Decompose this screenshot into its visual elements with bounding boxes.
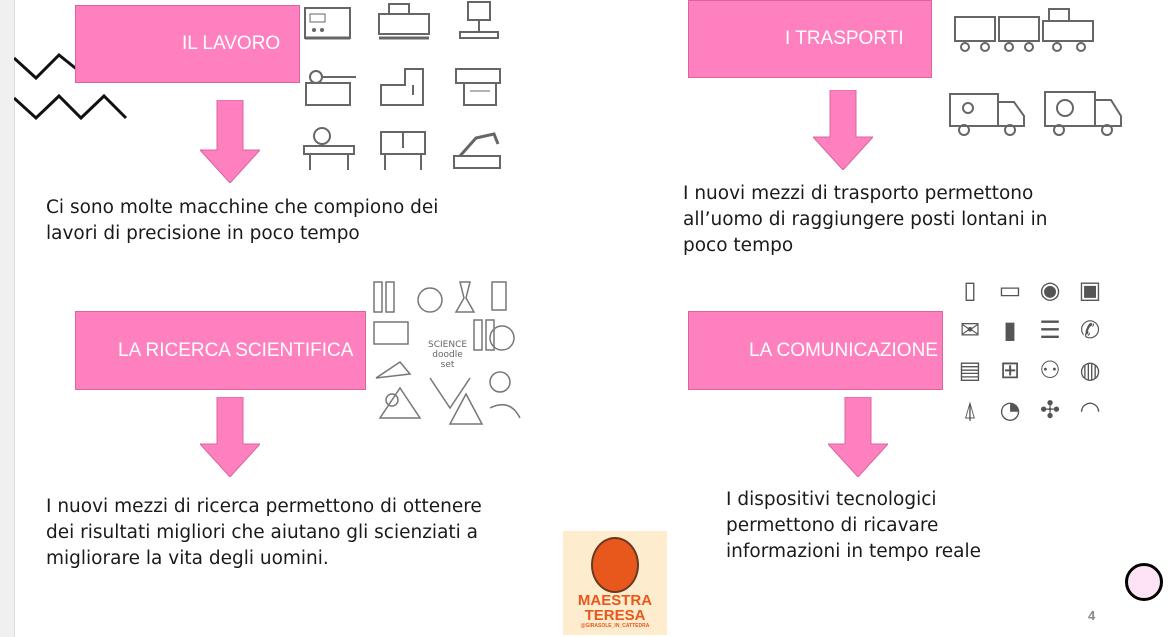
globe-icon: ◍	[1079, 356, 1101, 384]
telephone-icon: ✆	[1079, 316, 1101, 344]
machine-icon	[303, 127, 355, 170]
logo-name-line1: MAESTRA	[577, 592, 653, 609]
machine-icon	[305, 70, 356, 106]
text-line: informazioni in tempo reale	[726, 541, 982, 562]
ambulance-icon	[949, 93, 1025, 136]
network-icon: ⊞	[999, 356, 1021, 384]
machines-icon-grid	[300, 0, 525, 189]
slide-panel-edge	[0, 0, 15, 637]
logo-name-line2: TERESA	[584, 607, 646, 624]
maestra-teresa-logo: MAESTRA TERESA @GIRASOLE_IN_CATTEDRA	[563, 531, 667, 635]
machine-icon	[455, 68, 501, 106]
wifi-icon: ◠	[1079, 396, 1101, 424]
laptop-icon: ▭	[998, 276, 1022, 304]
machine-icon	[378, 3, 430, 40]
mobile-phone-icon: ▮	[1003, 316, 1017, 344]
text-line: poco tempo	[683, 235, 794, 256]
doodle-subtitle2: set	[440, 360, 455, 370]
truck-icon	[1044, 91, 1122, 136]
page-number: 4	[1088, 608, 1096, 623]
satellite-icon: ✣	[1039, 396, 1061, 424]
antenna-icon: ⍋	[962, 396, 978, 424]
text-line: I nuovi mezzi di trasporto permettono	[683, 183, 1034, 204]
science-doodle-image: SCIENCE doodle set	[370, 278, 525, 430]
down-arrow-icon	[200, 397, 260, 477]
title-box-comunicazione: LA COMUNICAZIONE	[688, 311, 943, 390]
title-box-ricerca: LA RICERCA SCIENTIFICA	[75, 311, 366, 390]
users-network-icon: ⚇	[1039, 356, 1061, 384]
down-arrow-icon	[813, 90, 873, 170]
robot-arm-icon	[453, 132, 501, 169]
train-icon	[954, 8, 1094, 52]
title-ricerca: LA RICERCA SCIENTIFICA	[118, 339, 354, 361]
text-line: dei risultati migliori che aiutano gli s…	[46, 522, 479, 543]
title-comunicazione: LA COMUNICAZIONE	[749, 339, 938, 361]
text-ricerca: I nuovi mezzi di ricerca permettono di o…	[46, 494, 482, 572]
machine-icon	[459, 1, 499, 39]
title-lavoro: IL LAVORO	[182, 33, 281, 54]
machine-icon	[304, 7, 351, 40]
text-trasporti: I nuovi mezzi di trasporto permettono al…	[683, 181, 1048, 259]
email-icon: ✉	[959, 316, 981, 344]
smartphone-icon: ▯	[963, 276, 977, 304]
chat-icon: ▤	[958, 356, 982, 384]
text-line: I nuovi mezzi di ricerca permettono di o…	[46, 496, 482, 517]
circle-decoration	[1125, 563, 1163, 601]
text-line: I dispositivi tecnologici	[726, 489, 937, 510]
avatar	[591, 537, 639, 593]
communication-icon-grid: ▯ ▭ ◉ ▣ ✉ ▮ ☰ ✆ ▤ ⊞ ⚇ ◍ ⍋ ◔ ✣ ◠	[950, 270, 1110, 430]
down-arrow-icon	[200, 100, 260, 183]
title-box-trasporti: I TRASPORTI	[688, 0, 932, 78]
title-trasporti: I TRASPORTI	[785, 28, 904, 49]
logo-handle: @GIRASOLE_IN_CATTEDRA	[580, 623, 650, 629]
machine-icon	[380, 131, 426, 170]
down-arrow-icon	[828, 397, 888, 477]
text-line: permettono di ricavare	[726, 515, 939, 536]
text-line: Ci sono molte macchine che compiono dei	[46, 197, 439, 218]
text-lavoro: Ci sono molte macchine che compiono dei …	[46, 195, 438, 247]
text-line: lavori di precisione in poco tempo	[46, 223, 360, 244]
video-call-icon: ▣	[1078, 276, 1102, 304]
text-line: all’uomo di raggiungere posti lontani in	[683, 209, 1048, 230]
text-comunicazione: I dispositivi tecnologici permettono di …	[726, 487, 981, 565]
title-box-lavoro: IL LAVORO	[75, 5, 300, 83]
doodle-subtitle: doodle	[432, 350, 463, 360]
doodle-title: SCIENCE	[428, 340, 468, 350]
text-line: migliorare la vita degli uomini.	[46, 548, 329, 569]
zigzag-decoration	[14, 52, 128, 121]
machine-icon	[380, 68, 424, 106]
satellite-dish-icon: ◔	[999, 396, 1021, 424]
science-doodle-icon	[373, 281, 521, 425]
webcam-icon: ◉	[1039, 276, 1061, 304]
server-icon: ☰	[1039, 316, 1061, 344]
